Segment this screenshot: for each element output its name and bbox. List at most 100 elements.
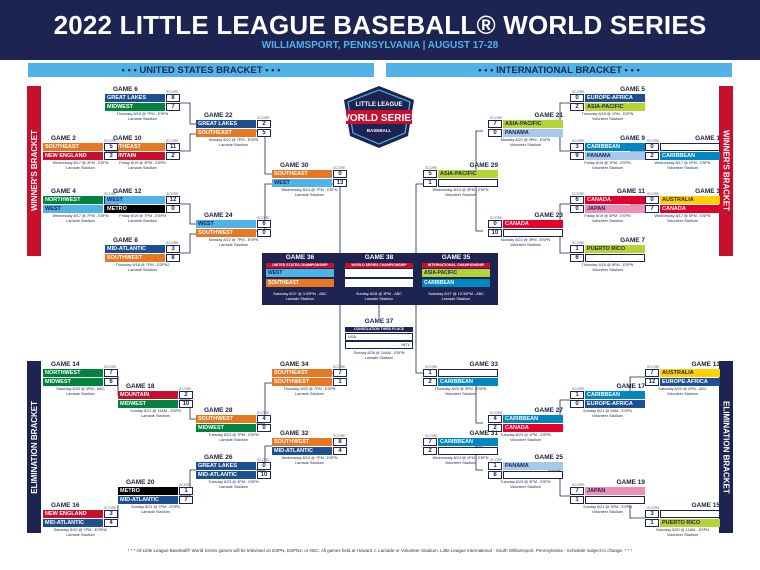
team-slot-intl: INTL <box>345 341 413 349</box>
team-name: CARIBBEAN <box>438 378 498 386</box>
team-score: 5 <box>423 170 437 178</box>
elimination-bracket-side-left: ELIMINATION BRACKET <box>27 361 41 533</box>
game-title: GAME 27 <box>534 407 563 414</box>
score-label: SCORE <box>572 387 585 391</box>
team-name: AUSTRALIA <box>660 196 720 204</box>
game-title: GAME 11 <box>616 188 645 195</box>
score-label: SCORE <box>572 90 585 94</box>
team-score: 12 <box>645 378 659 386</box>
team-score: 4 <box>333 447 347 455</box>
team-score: 3 <box>104 152 118 160</box>
team-name <box>503 229 563 237</box>
game-subtitle: CONSOLATION THIRD PLACE <box>345 327 413 332</box>
team-name: MOUNTAIN <box>118 391 178 399</box>
page-subtitle: WILLIAMSPORT, PENNSYLVANIA | AUGUST 17-2… <box>261 40 499 51</box>
score-label: SCORE <box>166 90 179 94</box>
game-title: GAME 29 <box>469 162 498 169</box>
team-score: 6 <box>570 196 584 204</box>
score-label: SCORE <box>333 434 346 438</box>
game-title: GAME 28 <box>204 407 233 414</box>
team-score: 0 <box>257 462 271 470</box>
team-score: 10 <box>257 471 271 479</box>
team-score: 7 <box>570 487 584 495</box>
team-name: MID-ATLANTIC <box>272 447 332 455</box>
game-title: GAME 18 <box>126 383 155 390</box>
game-title: GAME 2 <box>51 135 76 142</box>
team-score: 11 <box>166 143 180 151</box>
team-name: NORTHWEST <box>43 196 103 204</box>
game-title: GAME 5 <box>620 86 645 93</box>
team-name: SOUTHWEST <box>272 438 332 446</box>
team-score: 6 <box>104 378 118 386</box>
team-name: MOUNTAIN <box>105 152 165 160</box>
score-label: SCORE <box>572 483 585 487</box>
team-score: 3 <box>166 245 180 253</box>
team-name <box>585 254 645 262</box>
score-label: SCORE <box>647 139 660 143</box>
team-name: SOUTHEAST <box>272 170 332 178</box>
team-name: PANAMA <box>585 152 645 160</box>
team-name: SOUTHEAST <box>105 143 165 151</box>
score-label: SCORE <box>166 192 179 196</box>
game-title: GAME 37 <box>364 318 394 325</box>
game-37: GAME 37 CONSOLATION THIRD PLACE USA INTL… <box>343 318 415 360</box>
team-name: NEW ENGLAND <box>43 152 103 160</box>
team-score: 3 <box>104 510 118 518</box>
team-name <box>438 369 498 377</box>
score-label: SCORE <box>104 139 117 143</box>
team-name: NORTHWEST <box>43 369 103 377</box>
team-score: 2 <box>423 378 437 386</box>
team-score: 1 <box>570 391 584 399</box>
team-score: 7 <box>104 369 118 377</box>
score-label: SCORE <box>647 506 660 510</box>
team-row: 6 <box>570 254 645 262</box>
team-score: 3 <box>570 143 584 151</box>
us-bracket-header: • • • UNITED STATES BRACKET • • • <box>28 63 374 77</box>
team-name: MIDWEST <box>43 378 103 386</box>
game-title: GAME 25 <box>534 454 563 461</box>
team-name: CARIBBEAN <box>503 415 563 423</box>
team-score: 7 <box>333 369 347 377</box>
winners-bracket-side-right: WINNER'S BRACKET <box>719 86 733 256</box>
team-row: 1 <box>423 179 498 187</box>
page-title: 2022 LITTLE LEAGUE BASEBALL® WORLD SERIE… <box>53 10 707 40</box>
team-score: 1 <box>333 378 347 386</box>
score-label: SCORE <box>179 483 192 487</box>
team-score: 1 <box>570 245 584 253</box>
